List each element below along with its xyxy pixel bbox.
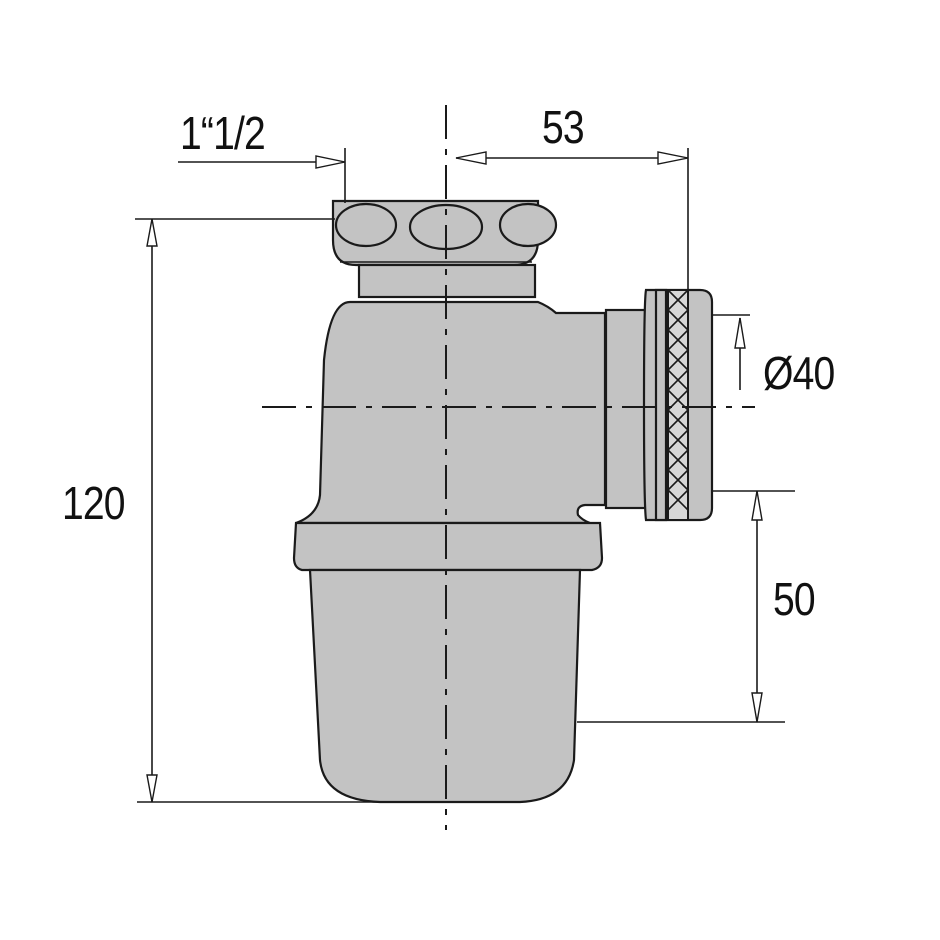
height-dimension-lines [135, 218, 420, 803]
outlet-diameter-label: Ø40 [763, 347, 835, 399]
middle-ring [292, 521, 604, 572]
outlet-height-label: 50 [773, 573, 816, 625]
total-height-label: 120 [62, 477, 126, 529]
offset-dimension-lines [455, 148, 689, 292]
bottle-cup [308, 568, 582, 804]
outlet-height-dimension-lines [577, 490, 795, 723]
thread-size-label: 1“1/2 [180, 107, 266, 159]
outlet-collar [604, 288, 714, 522]
upper-body [295, 300, 607, 525]
top-nut [331, 199, 558, 267]
diameter-dimension-lines [712, 314, 750, 390]
outlet-offset-label: 53 [542, 101, 585, 153]
thread-dimension-lines [178, 148, 346, 203]
